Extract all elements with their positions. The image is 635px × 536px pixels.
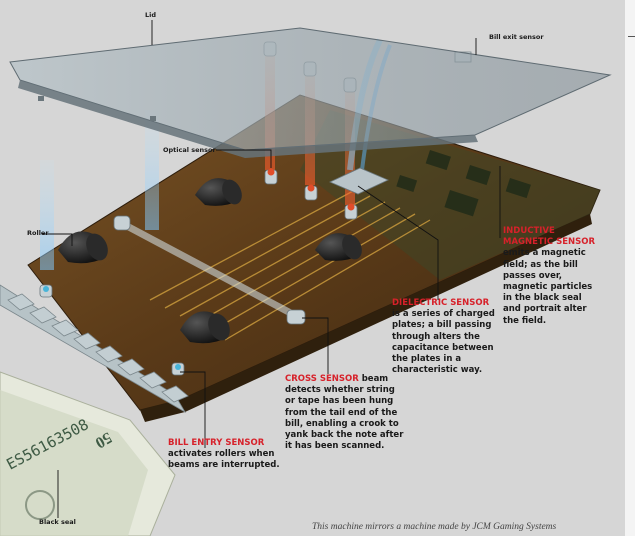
bill-entry-sensor-heading: BILL ENTRY SENSOR [168, 438, 265, 448]
inductive-sensor-heading-1: INDUCTIVE [503, 226, 555, 236]
optical-sensors [264, 168, 358, 220]
adjacent-column [625, 0, 635, 536]
black-seal-label: Black seal [39, 518, 76, 526]
dielectric-line: capacitance between [392, 342, 494, 353]
figure-caption: This machine mirrors a machine made by J… [312, 522, 557, 532]
dielectric-line: characteristic way. [392, 365, 483, 376]
inductive-sensor-heading-2: MAGNETIC SENSOR [503, 237, 596, 248]
adjacent-column-rule [628, 36, 635, 37]
black-seal-mark [25, 490, 55, 520]
lid [9, 27, 612, 158]
roller-label: Roller [27, 229, 49, 237]
dielectric-plate [329, 167, 389, 195]
lid-label: Lid [145, 11, 157, 19]
inductive-line: and portrait alter [503, 304, 587, 315]
inductive-line: the field. [503, 315, 547, 326]
cross-line: bill, enabling a crook to [285, 418, 399, 429]
dielectric-line: the plates in a [392, 354, 462, 365]
inductive-line: emits a magnetic [503, 248, 586, 259]
cross-line: or tape has been hung [285, 396, 394, 407]
cross-sensor-heading-tail: beam [358, 374, 389, 384]
circuit-board [27, 94, 601, 422]
banknote: ES56163508 50 [0, 371, 176, 536]
dielectric-line: is a series of charged [392, 309, 495, 320]
bill-entry-line: beams are interrupted. [168, 460, 280, 471]
dielectric-line: plates; a bill passing [392, 320, 492, 331]
cross-line: from the tail end of the [285, 407, 398, 418]
optical-sensor-label: Optical sensor [163, 146, 216, 154]
cross-line: detects whether string [285, 385, 395, 396]
bill-exit-sensor-label: Bill exit sensor [489, 33, 544, 41]
cross-line: yank back the note after [285, 430, 404, 441]
leader-lines [42, 20, 501, 518]
cross-sensor-callout: CROSS SENSOR beam detects whether string… [285, 374, 413, 452]
inductive-line: passes over, [503, 270, 563, 281]
bill-entry-sensors [39, 284, 185, 376]
cross-sensor-heading: CROSS SENSOR [285, 374, 359, 384]
dielectric-sensor-callout: DIELECTRIC SENSOR is a series of charged… [392, 298, 510, 376]
entry-rail [0, 284, 189, 414]
bill-entry-sensor-callout: BILL ENTRY SENSOR activates rollers when… [168, 438, 286, 472]
rollers [58, 178, 362, 344]
inductive-line: in the black seal [503, 293, 582, 304]
inductive-line: field; as the bill [503, 259, 578, 270]
inductive-sensor-callout: INDUCTIVE MAGNETIC SENSOR emits a magnet… [503, 226, 621, 327]
cross-sensor [113, 215, 306, 325]
banknote-corner: 50 [92, 429, 114, 452]
dielectric-line: through alters the [392, 331, 480, 342]
cross-line: it has been scanned. [285, 441, 385, 452]
bill-entry-line: activates rollers when [168, 449, 275, 460]
dielectric-sensor-heading: DIELECTRIC SENSOR [392, 298, 490, 308]
inductive-line: magnetic particles [503, 282, 593, 293]
